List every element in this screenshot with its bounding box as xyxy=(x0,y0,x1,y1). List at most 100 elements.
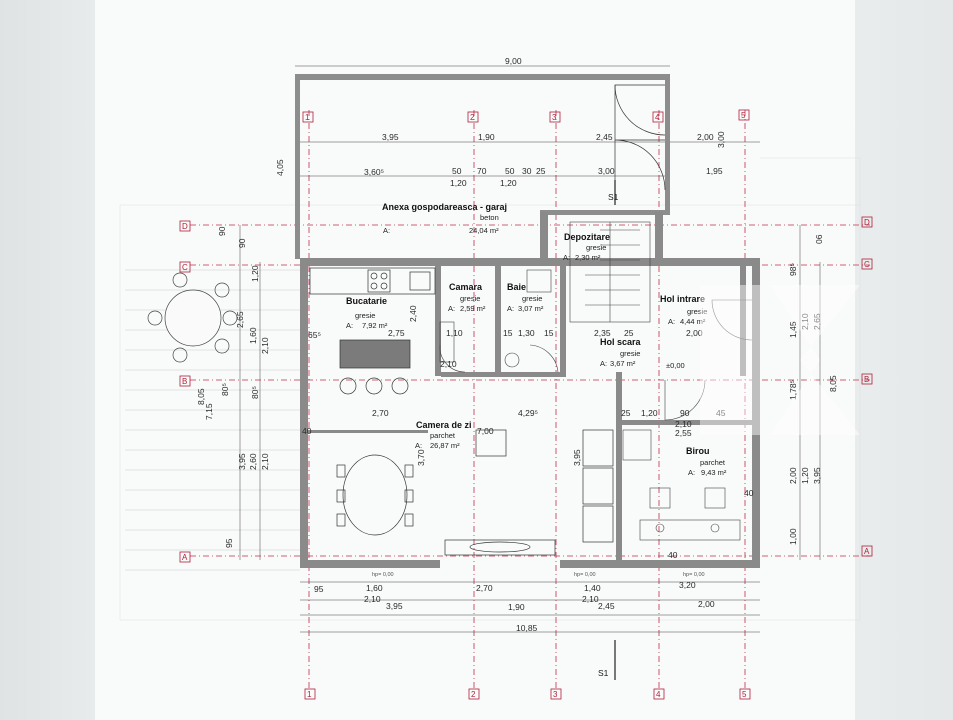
axis-c-left: C xyxy=(182,263,188,272)
axis-d-right: D xyxy=(864,218,870,227)
room-entry-area: 4,44 m² xyxy=(680,317,706,326)
dim-int-395: 3,95 xyxy=(572,449,582,466)
room-pantry-area-label: A: xyxy=(448,304,455,313)
terrace-hatch xyxy=(125,269,300,571)
dim-right-l: 1,00 xyxy=(788,528,798,545)
dim-bot-e: 3,20 xyxy=(679,580,696,590)
house-walls xyxy=(300,212,760,568)
axis-markers xyxy=(179,109,873,700)
dim-int-office-e: 2,10 xyxy=(675,419,692,429)
dim-int-40b: 40 xyxy=(744,488,754,498)
room-kitchen-name: Bucatarie xyxy=(346,296,387,306)
dim-int-office-d: 45 xyxy=(716,408,726,418)
dim-top-f: 50 xyxy=(452,166,462,176)
office-furniture xyxy=(622,429,741,541)
dim-right-j: 1,20 xyxy=(800,467,810,484)
dim-int-kitchen-x: 65⁵ xyxy=(308,330,321,340)
dim-right-i: 2,00 xyxy=(788,467,798,484)
dim-bot-g: 2,10 xyxy=(582,594,599,604)
dim-right-g: 1,78⁵ xyxy=(788,380,798,400)
dim-int-office-c: 90 xyxy=(680,408,690,418)
dim-bot-j: 2,45 xyxy=(598,601,615,611)
room-stairhall-floor: gresie xyxy=(620,349,640,358)
dim-int-living-a: 2,70 xyxy=(372,408,389,418)
room-kitchen-floor: gresie xyxy=(355,311,375,320)
room-garage-floor: beton xyxy=(480,213,499,222)
room-living-name: Camera de zi xyxy=(416,420,472,430)
dim-left-i: 80⁵ xyxy=(250,386,260,399)
dim-int-bath-a: 15 xyxy=(503,328,513,338)
paper-grid xyxy=(119,157,861,621)
terrace-table xyxy=(147,272,238,363)
room-pantry-area: 2,59 m² xyxy=(460,304,486,313)
dim-top-a: 3,95 xyxy=(382,132,399,142)
garage-annex xyxy=(295,74,670,259)
dim-top-c: 2,45 xyxy=(596,132,613,142)
dim-top-n: 1,20 xyxy=(500,178,517,188)
dim-int-camara-h: 2,40 xyxy=(408,305,418,322)
dim-right-b: 06 xyxy=(814,234,824,244)
entrance-door xyxy=(664,299,753,421)
dim-left-k: 2,60 xyxy=(248,453,258,470)
room-garage-name: Anexa gospodareasca - garaj xyxy=(382,202,507,212)
dim-right-e: 2,10 xyxy=(800,313,810,330)
room-living-floor: parchet xyxy=(430,431,456,440)
axis-4-bottom: 4 xyxy=(656,690,661,699)
dim-left-l: 2,10 xyxy=(260,453,270,470)
axis-1-top: 1 xyxy=(305,113,310,122)
dim-right-d: 1,45 xyxy=(788,321,798,338)
dim-int-stair: 2,35 xyxy=(594,328,611,338)
dim-left-d: 2,65 xyxy=(235,311,245,328)
dim-total-top: 9,00 xyxy=(505,56,522,66)
dim-int-door-a: 2,10 xyxy=(440,359,457,369)
dim-right-f: 2,65 xyxy=(812,313,822,330)
room-entry-floor: gresie xyxy=(687,307,707,316)
section-label-bottom: S1 xyxy=(598,668,609,678)
dim-int-living-b: 4,29⁵ xyxy=(518,408,538,418)
room-entry-area-label: A: xyxy=(668,317,675,326)
dim-bot-f: 2,10 xyxy=(364,594,381,604)
room-bath-area-label: A: xyxy=(507,304,514,313)
dim-int-office-a: 25 xyxy=(621,408,631,418)
axis-2-top: 2 xyxy=(470,113,475,122)
axis-2-bottom: 2 xyxy=(471,690,476,699)
dim-bot-i: 1,90 xyxy=(508,602,525,612)
axis-3-bottom: 3 xyxy=(553,690,558,699)
room-living-area-label: A: xyxy=(415,441,422,450)
room-storage-area-label: A: xyxy=(563,253,570,262)
dim-bot-b: 1,60 xyxy=(366,583,383,593)
section-label-top: S1 xyxy=(608,192,619,202)
axis-a-left: A xyxy=(182,553,188,562)
dim-left-h: 7,15 xyxy=(204,403,214,420)
dim-right-c: 98⁵ xyxy=(788,263,798,276)
dim-left-c: 1,20 xyxy=(250,265,260,282)
dim-int-kitchen-w: 2,75 xyxy=(388,328,405,338)
room-stairhall-area-label: A: xyxy=(600,359,607,368)
dim-int-camara-w: 1,10 xyxy=(446,328,463,338)
dim-top-b: 1,90 xyxy=(478,132,495,142)
staircase xyxy=(569,221,651,323)
dim-top-m: 1,20 xyxy=(450,178,467,188)
dim-int-bath-c: 15 xyxy=(544,328,554,338)
room-pantry-floor: gresie xyxy=(460,294,480,303)
dim-int-370: 3,70 xyxy=(416,449,426,466)
dim-int-40c: 40 xyxy=(668,550,678,560)
dim-top-l: 1,95 xyxy=(706,166,723,176)
dim-int-office-b: 1,20 xyxy=(641,408,658,418)
room-bath-name: Baie xyxy=(507,282,526,292)
level-zero: ±0,00 xyxy=(666,361,685,370)
level-note-b: hp= 0,00 xyxy=(574,572,596,578)
axis-c-right: C xyxy=(864,260,870,269)
dim-int-hol: 2,00 xyxy=(686,328,703,338)
dim-bot-total: 10,85 xyxy=(516,623,538,633)
level-note-a: hp= 0,00 xyxy=(372,572,394,578)
room-office-area: 9,43 m² xyxy=(701,468,727,477)
room-bath-area: 3,07 m² xyxy=(518,304,544,313)
level-note-c: hp= 0,00 xyxy=(683,572,705,578)
dim-top-d: 2,00 xyxy=(697,132,714,142)
axis-1-bottom: 1 xyxy=(307,690,312,699)
room-stairhall-area: 3,67 m² xyxy=(610,359,636,368)
